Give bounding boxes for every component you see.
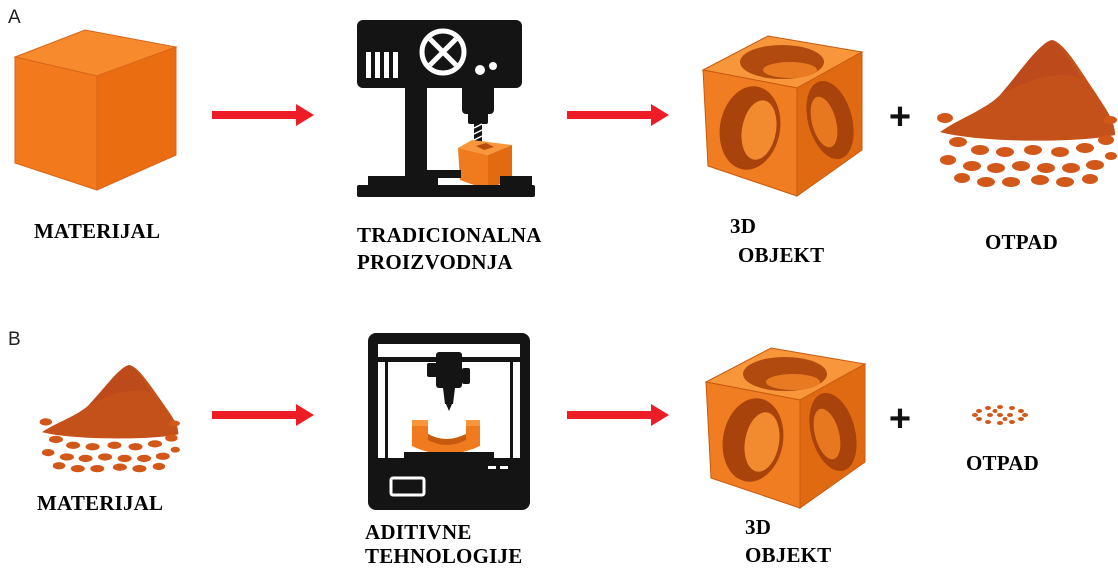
large-waste-pile-icon [937, 40, 1117, 187]
material-cube-icon [13, 29, 178, 191]
plus-sign: + [888, 96, 912, 138]
process-label-line-1: ADITIVNE [365, 520, 472, 544]
process-label-line-2: PROIZVODNJA [357, 250, 513, 274]
small-waste-scatter-icon [972, 405, 1028, 425]
material-label: MATERIJAL [37, 491, 164, 515]
drill-press-icon [357, 20, 535, 197]
plus-sign: + [888, 398, 912, 440]
row-label-a: A [8, 7, 21, 28]
object-label-line-2: OBJEKT [745, 543, 832, 567]
arrow-right-icon [212, 104, 314, 126]
arrow-right-icon [212, 404, 314, 426]
object-label-line-2: OBJEKT [738, 243, 825, 267]
process-label-line-1: TRADICIONALNA [357, 223, 542, 247]
row-label-b: B [8, 329, 21, 350]
powder-pile-icon [39, 365, 180, 473]
waste-label: OTPAD [966, 451, 1039, 475]
object-label-line-1: 3D [745, 515, 772, 539]
material-label: MATERIJAL [34, 219, 161, 243]
waste-label: OTPAD [985, 230, 1058, 254]
process-label-line-2: TEHNOLOGIJE [365, 544, 523, 568]
object-label-line-1: 3D [730, 214, 757, 238]
arrow-right-icon [567, 404, 669, 426]
3d-object-cube-icon [705, 347, 866, 509]
3d-printer-icon [368, 333, 530, 510]
arrow-right-icon [567, 104, 669, 126]
3d-object-cube-icon [702, 35, 863, 197]
